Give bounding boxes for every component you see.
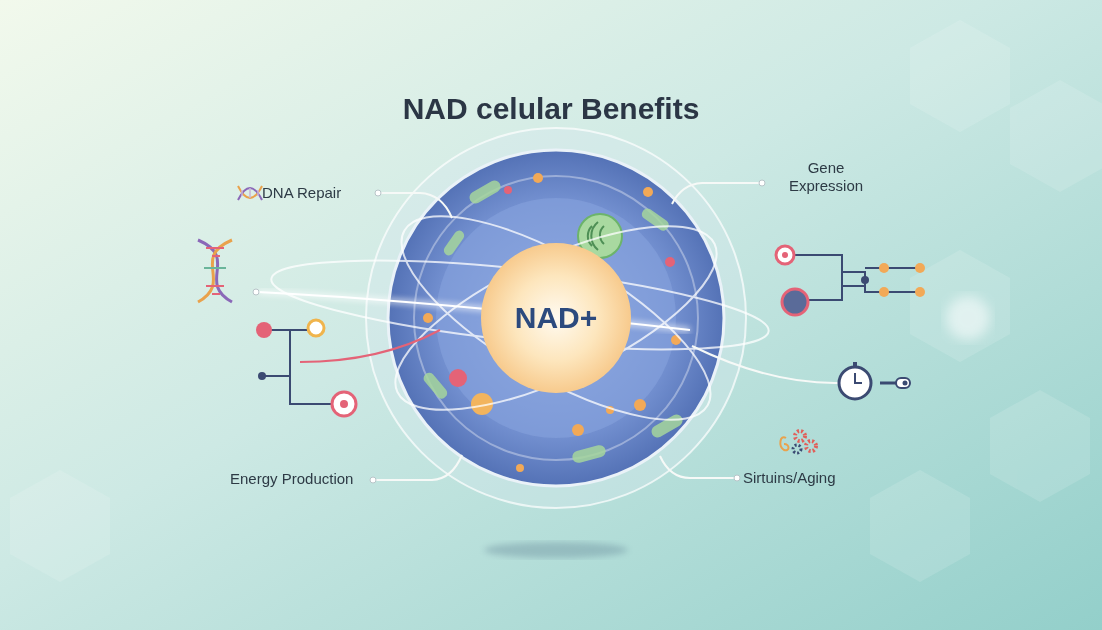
cell-halo	[366, 128, 746, 508]
shadow	[484, 542, 628, 558]
gears-icon	[780, 431, 816, 453]
left-circuit	[256, 320, 356, 416]
benefit-label: Energy Production	[230, 470, 353, 488]
cell-inner	[436, 198, 676, 438]
cell-ring	[414, 176, 698, 460]
leader-ends	[253, 180, 765, 483]
node-text: NAD+	[515, 301, 598, 335]
orbits	[268, 179, 773, 458]
benefit-label: Gene Expression	[786, 159, 866, 195]
core-circle: NAD+	[481, 243, 631, 393]
clock-icon	[839, 362, 910, 399]
diagram-title: NAD celular Benefits	[0, 92, 1102, 126]
leader-lines	[300, 183, 838, 480]
dna-icon	[238, 186, 262, 200]
dna-helix	[198, 240, 232, 302]
benefit-label: DNA Repair	[262, 184, 341, 202]
right-circuit	[776, 246, 925, 315]
organelles	[422, 178, 685, 464]
benefit-label: Sirtuins/Aging	[743, 469, 836, 487]
glow-spot	[946, 296, 990, 340]
